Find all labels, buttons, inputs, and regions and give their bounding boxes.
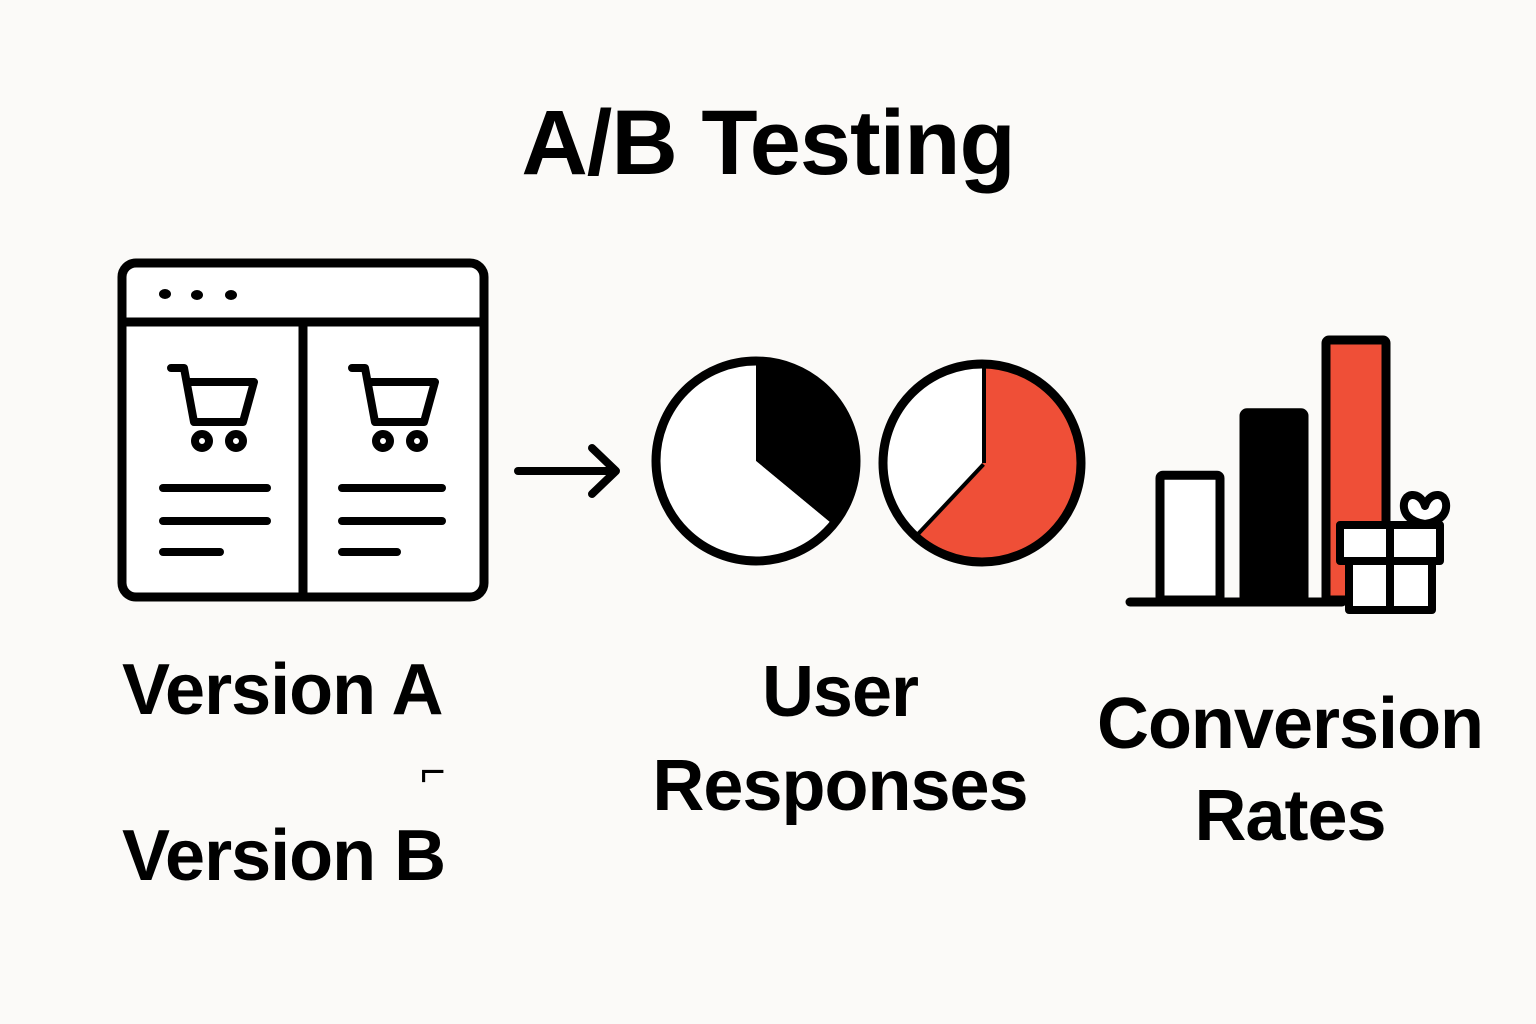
text-lines-icon bbox=[159, 484, 271, 556]
pie-chart-version-b bbox=[878, 359, 1086, 567]
window-dot bbox=[191, 290, 203, 300]
version-a-label: Version A bbox=[122, 650, 443, 730]
bar-1 bbox=[1155, 470, 1225, 605]
conversion-bar-chart bbox=[1125, 335, 1451, 614]
stray-glyph: ⌐ bbox=[420, 747, 446, 796]
text-lines-icon bbox=[338, 484, 446, 556]
pie-outline bbox=[651, 356, 861, 566]
user-responses-label-line1: User bbox=[761, 652, 919, 732]
shopping-cart-icon bbox=[348, 364, 439, 452]
pie-outline bbox=[878, 359, 1086, 567]
browser-window-icon bbox=[117, 258, 489, 602]
shopping-cart-icon bbox=[167, 364, 258, 452]
window-dot bbox=[159, 289, 171, 299]
version-b-label: Version B bbox=[122, 816, 446, 896]
pie-slice bbox=[914, 364, 1081, 562]
conversion-rates-label-line2: Rates bbox=[1194, 776, 1386, 856]
gift-icon bbox=[1336, 491, 1451, 614]
bar-2 bbox=[1239, 408, 1309, 605]
page-title: A/B Testing bbox=[521, 92, 1015, 194]
pie-chart-version-a bbox=[651, 356, 861, 566]
user-responses-label-line2: Responses bbox=[652, 746, 1028, 826]
arrow-right-icon bbox=[514, 444, 620, 498]
window-dot bbox=[225, 290, 237, 300]
version-b-panel bbox=[338, 364, 446, 556]
pie-slice bbox=[756, 361, 856, 525]
pie-slice bbox=[656, 361, 834, 561]
conversion-rates-label-line1: Conversion bbox=[1096, 684, 1484, 764]
version-a-panel bbox=[159, 364, 271, 556]
pie-slice bbox=[883, 364, 982, 536]
